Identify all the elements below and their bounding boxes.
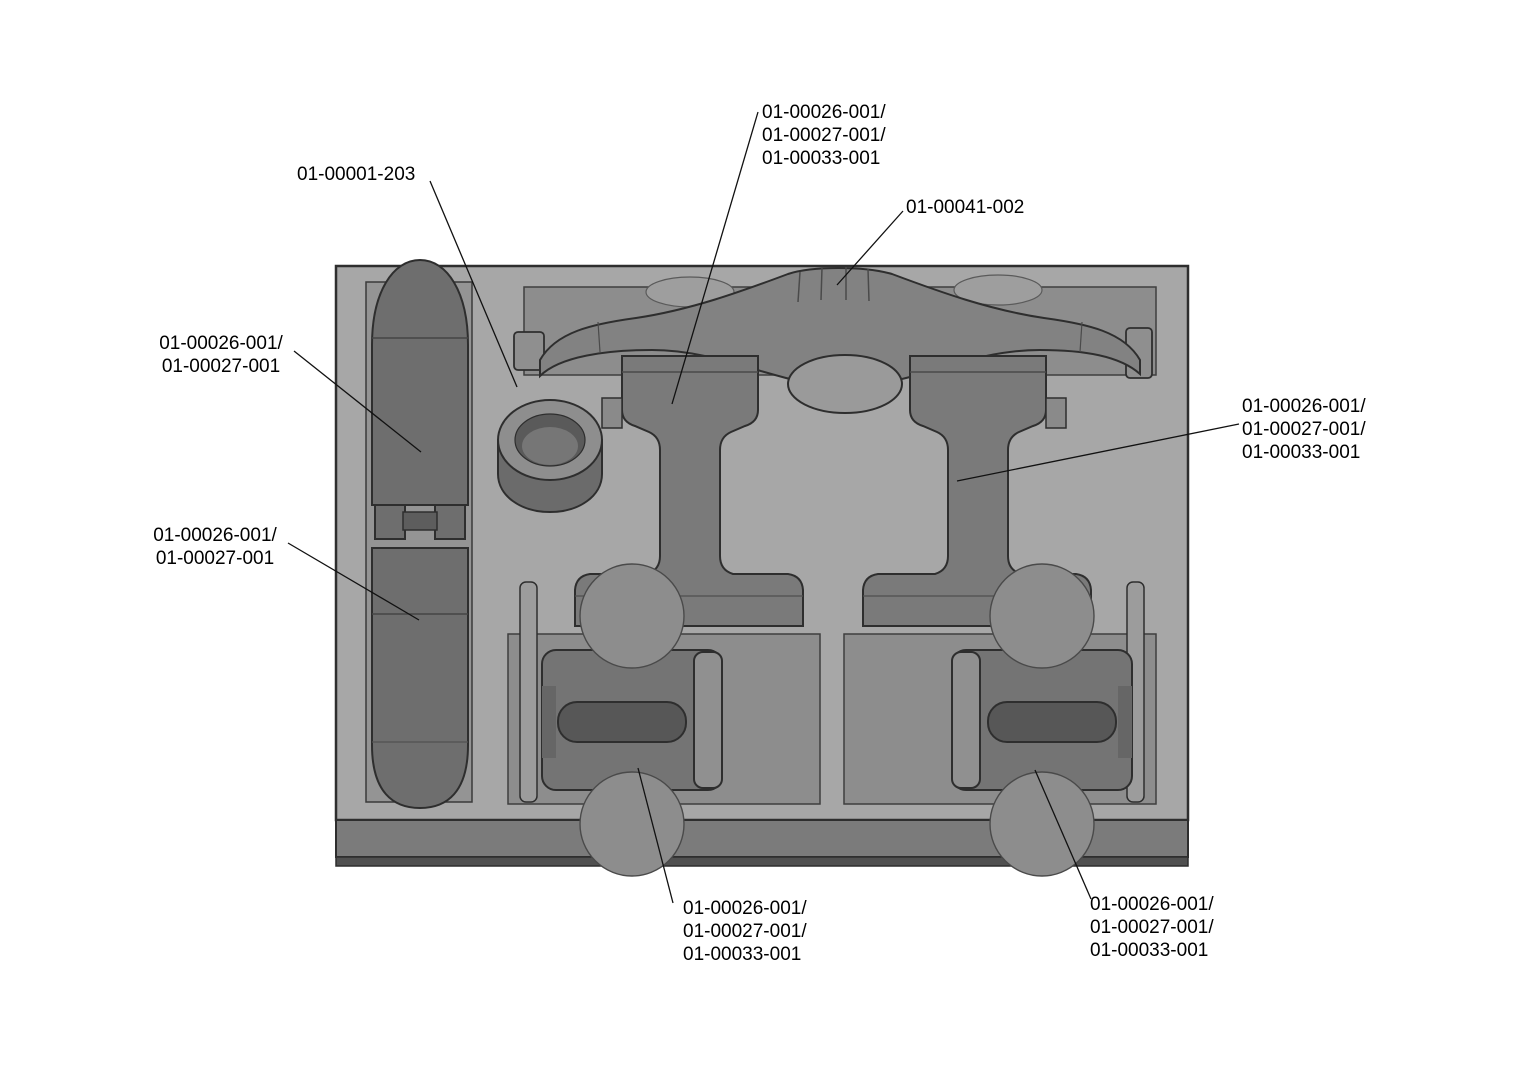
callout-bushing: 01-00001-203 [297, 164, 416, 185]
lower-half-shell [371, 547, 469, 810]
upper-half-shell [371, 258, 469, 540]
cover-left-tab [513, 331, 545, 371]
callout-left-upper: 01-00026-001/ 01-00027-001 [159, 333, 283, 377]
cylindrical-bushing [497, 399, 603, 514]
callout-right: 01-00026-001/ 01-00027-001/ 01-00033-001 [1242, 396, 1366, 463]
left-roller [541, 563, 723, 877]
callout-bottom-right: 01-00026-001/ 01-00027-001/ 01-00033-001 [1090, 894, 1214, 961]
leader-line-bottom-right [1034, 769, 1092, 900]
upper-right-bracket [862, 355, 1092, 627]
callout-left-lower: 01-00026-001/ 01-00027-001 [153, 525, 277, 569]
callout-top-center: 01-00026-001/ 01-00027-001/ 01-00033-001 [762, 102, 886, 169]
leader-line-rocker [836, 210, 904, 286]
right-roller [951, 563, 1133, 877]
top-pocket-cutout-right [953, 274, 1043, 306]
leader-line-top-center [671, 111, 759, 405]
callout-bottom-left: 01-00026-001/ 01-00027-001/ 01-00033-001 [683, 898, 807, 965]
left-strip-part [519, 581, 538, 803]
leader-line-right [956, 423, 1240, 482]
callout-rocker: 01-00041-002 [906, 197, 1025, 218]
leader-line-bushing [429, 180, 518, 388]
leader-lines [287, 111, 1240, 904]
leader-line-left-upper [293, 350, 422, 453]
tray-bottom-lip [335, 856, 1189, 867]
center-dome [787, 354, 903, 414]
upper-left-bracket [574, 355, 804, 627]
leader-line-left-lower [287, 542, 420, 621]
leader-line-bottom-left [637, 767, 674, 904]
